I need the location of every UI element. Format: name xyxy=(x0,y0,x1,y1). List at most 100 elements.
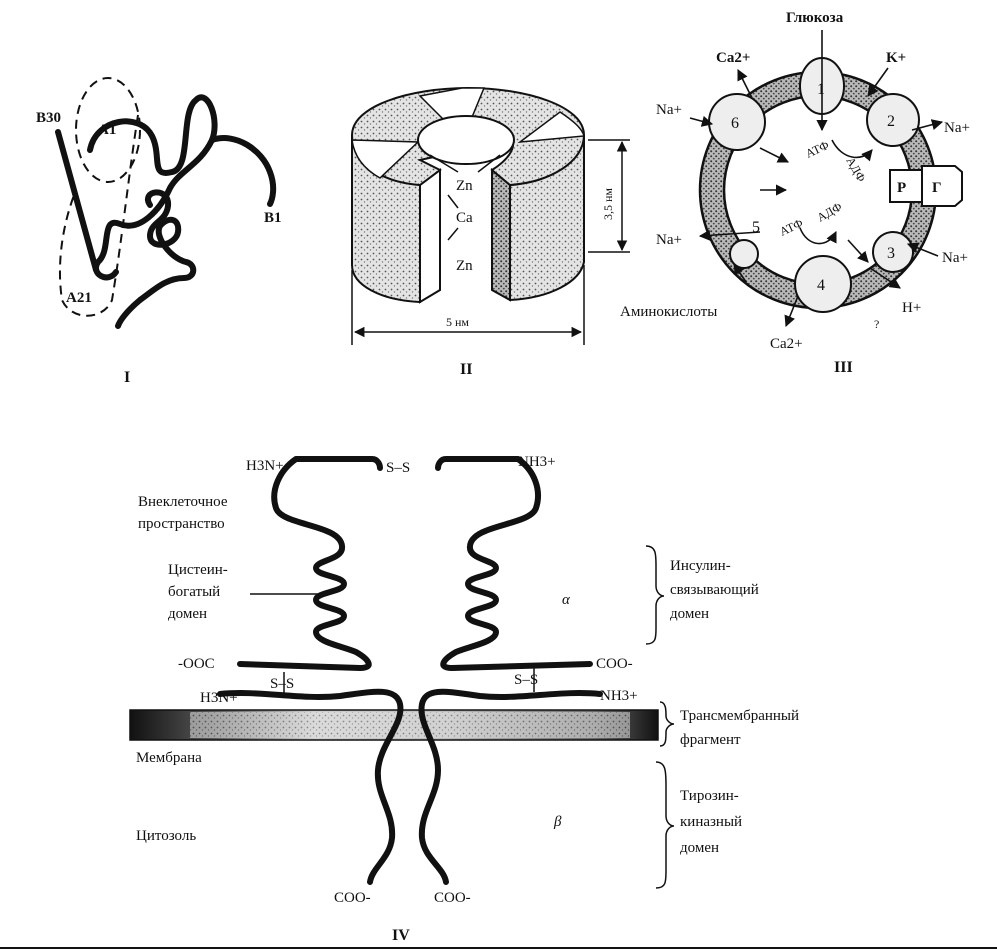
a-chain xyxy=(87,94,218,281)
membrane-stipple xyxy=(190,712,630,738)
arrow-k xyxy=(867,67,889,97)
roman-II: II xyxy=(460,361,472,378)
label-ss-left: S–S xyxy=(270,676,294,692)
panel-II-hexamer: Zn Ca Zn 3,5 нм 5 нм II xyxy=(350,86,630,378)
label-insulin-1: Инсулин- xyxy=(670,558,731,574)
label-zn-bottom: Zn xyxy=(456,258,473,274)
label-coo-bottom-left: COO- xyxy=(334,890,371,906)
label-b1: B1 xyxy=(264,210,282,226)
channel-6: 6 xyxy=(708,93,766,151)
label-trans-1: Трансмембранный xyxy=(680,708,799,724)
panel-I-insulin-structure: B30 A1 B1 A21 I xyxy=(36,77,282,386)
label-question: ? xyxy=(874,317,879,331)
roman-I: I xyxy=(124,369,130,386)
receptor-rg: Р Г xyxy=(889,165,963,207)
bracket-transmembrane xyxy=(659,701,675,747)
label-trans-2: фрагмент xyxy=(680,732,741,748)
label-alpha: α xyxy=(562,592,571,608)
label-nh3-top: NH3+ xyxy=(518,454,556,470)
a1-dashed-region xyxy=(75,77,141,183)
label-membrane: Мембрана xyxy=(136,750,202,766)
arrow-ca-bottom xyxy=(784,295,799,328)
alpha-chain-right xyxy=(435,456,593,671)
label-nh3-mid: NH3+ xyxy=(600,688,638,704)
label-tyrosine-3: домен xyxy=(680,840,719,856)
channel-4-label: 4 xyxy=(817,277,825,294)
cylinder-inner-left xyxy=(419,168,441,304)
label-b30: B30 xyxy=(36,110,61,126)
b-chain xyxy=(55,129,99,273)
arrow-h xyxy=(869,267,901,289)
label-na-right-top: Na+ xyxy=(944,120,970,136)
label-cytosol: Цитозоль xyxy=(136,828,196,844)
roman-III: III xyxy=(834,359,853,376)
label-h3n-mid: H3N+ xyxy=(200,690,238,706)
label-zn-top: Zn xyxy=(456,178,473,194)
label-h3n-top: H3N+ xyxy=(246,458,284,474)
channel-2-label: 2 xyxy=(887,113,895,130)
label-na-left-top: Na+ xyxy=(656,102,682,118)
channel-4: 4 xyxy=(794,255,852,313)
label-extracellular-2: пространство xyxy=(138,516,225,532)
roman-IV: IV xyxy=(392,927,410,944)
label-ca-top: Ca2+ xyxy=(716,50,750,66)
label-ca-bottom: Ca2+ xyxy=(770,336,803,352)
label-a1: A1 xyxy=(98,122,116,138)
zn-line-4 xyxy=(447,227,459,241)
beta-chain-left xyxy=(217,688,404,885)
label-coo-bottom-right: COO- xyxy=(434,890,471,906)
label-coo-right: COO- xyxy=(596,656,633,672)
channel-1-label: 1 xyxy=(817,81,825,98)
top-white-segment-3 xyxy=(351,139,420,179)
bracket-tyrosine xyxy=(655,761,675,889)
label-cys-3: домен xyxy=(168,606,207,622)
label-ca: Ca xyxy=(456,210,473,226)
label-insulin-3: домен xyxy=(670,606,709,622)
channel-3: 3 xyxy=(872,231,914,273)
zn-line-2 xyxy=(477,154,501,173)
label-tyrosine-2: киназный xyxy=(680,814,742,830)
label-k: K+ xyxy=(886,50,906,66)
arrow-inner-1 xyxy=(759,147,790,163)
atp-loop-2 xyxy=(799,227,837,245)
atp-loop-1 xyxy=(831,139,873,162)
arrow-na-right-bottom xyxy=(906,242,939,257)
panel-IV-insulin-receptor: H3N+ NH3+ S–S Внеклеточное пространство … xyxy=(129,454,799,944)
arrow-amino xyxy=(733,263,747,283)
label-glucose: Глюкоза xyxy=(786,10,844,26)
label-g: Г xyxy=(932,180,942,196)
arrow-na-left-bottom xyxy=(698,229,761,241)
arrow-ca-top xyxy=(737,68,753,99)
label-a21: A21 xyxy=(66,290,92,306)
label-ss-right: S–S xyxy=(514,672,538,688)
arrow-inner-3 xyxy=(847,239,869,263)
panel-III-cell-membrane: 1 2 3 4 5 6 Р Г xyxy=(620,10,970,376)
central-channel xyxy=(417,115,515,165)
label-cys-2: богатый xyxy=(168,584,220,600)
label-beta: β xyxy=(553,814,562,830)
top-white-segment-2 xyxy=(517,111,585,143)
label-ss-top: S–S xyxy=(386,460,410,476)
arrow-na-right-top xyxy=(911,119,944,131)
label-insulin-2: связывающий xyxy=(670,582,759,598)
channel-3-label: 3 xyxy=(887,245,895,262)
channel-5-label: 5 xyxy=(752,219,760,236)
a21-dashed-region xyxy=(59,114,139,317)
beta-chain-right xyxy=(418,688,603,885)
b-chain-coil xyxy=(115,189,197,329)
channel-6-label: 6 xyxy=(731,115,739,132)
label-tyrosine-1: Тирозин- xyxy=(680,788,739,804)
label-p: Р xyxy=(897,180,906,196)
label-height: 3,5 нм xyxy=(601,188,615,220)
label-extracellular-1: Внеклеточное xyxy=(138,494,228,510)
b-chain-tail xyxy=(209,135,277,207)
zn-line-1 xyxy=(429,154,459,173)
bracket-insulin xyxy=(645,545,665,645)
zn-line-3 xyxy=(447,194,459,209)
label-na-right-bottom: Na+ xyxy=(942,250,968,266)
label-ooc-left: -OOC xyxy=(178,656,215,672)
label-width: 5 нм xyxy=(446,315,469,329)
cylinder-inner-right xyxy=(491,167,511,302)
label-amino: Аминокислоты xyxy=(620,304,717,320)
